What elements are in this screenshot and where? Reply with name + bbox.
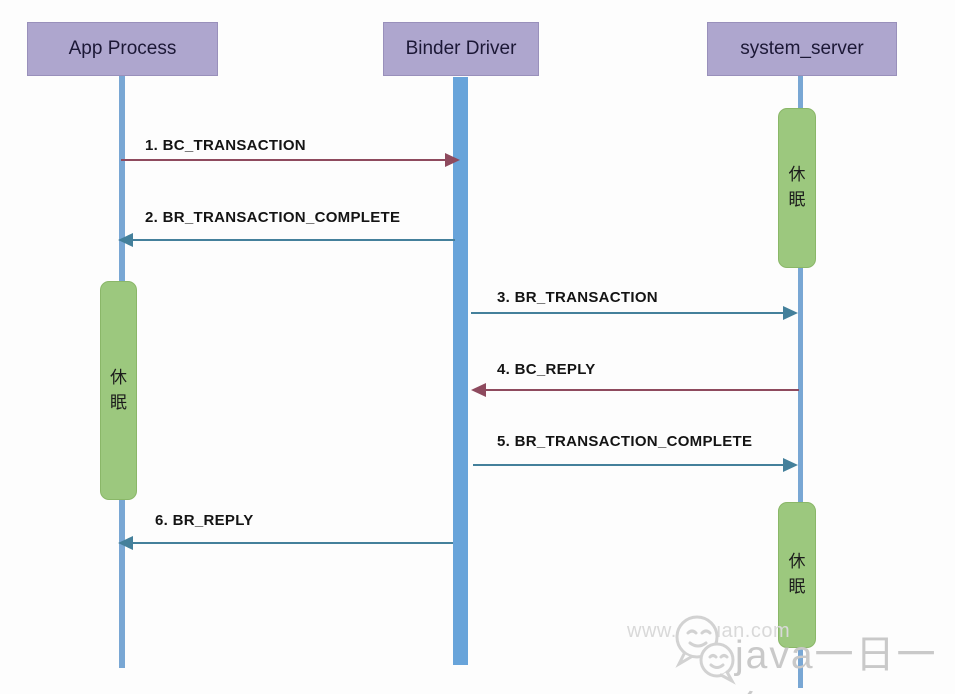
message-2-line	[133, 239, 455, 241]
message-5-label: 5. BR_TRANSACTION_COMPLETE	[497, 433, 753, 450]
message-3-line	[471, 312, 784, 314]
brand-watermark-text: java一日一条	[735, 634, 938, 694]
activation-system-sleep-2: 休眠	[778, 502, 816, 648]
arrowhead-right-icon	[783, 458, 798, 472]
message-2-label: 2. BR_TRANSACTION_COMPLETE	[145, 209, 401, 226]
lifeline-system-server	[798, 76, 803, 688]
arrowhead-left-icon	[118, 233, 133, 247]
message-6-label: 6. BR_REPLY	[155, 512, 254, 529]
wechat-logo-icon	[672, 611, 740, 685]
participant-label: system_server	[740, 38, 864, 59]
message-3-label: 3. BR_TRANSACTION	[497, 289, 658, 306]
activation-label: 休眠	[788, 552, 806, 596]
activation-system-sleep-1: 休眠	[778, 108, 816, 268]
message-1-label: 1. BC_TRANSACTION	[145, 137, 306, 154]
participant-system-server: system_server	[707, 22, 897, 76]
arrowhead-right-icon	[445, 153, 460, 167]
message-5-line	[473, 464, 784, 466]
activation-label: 休眠	[788, 165, 806, 209]
participant-binder-driver: Binder Driver	[383, 22, 539, 76]
arrowhead-right-icon	[783, 306, 798, 320]
participant-label: Binder Driver	[405, 38, 517, 59]
arrowhead-left-icon	[471, 383, 486, 397]
participant-app-process: App Process	[27, 22, 218, 76]
activation-label: 休眠	[110, 367, 127, 412]
activation-app-sleep: 休眠	[100, 281, 137, 500]
message-4-label: 4. BC_REPLY	[497, 361, 596, 378]
lifeline-binder-driver	[453, 77, 468, 665]
arrowhead-left-icon	[118, 536, 133, 550]
message-6-line	[133, 542, 453, 544]
message-4-line	[486, 389, 799, 391]
participant-label: App Process	[68, 38, 177, 59]
message-1-line	[121, 159, 445, 161]
